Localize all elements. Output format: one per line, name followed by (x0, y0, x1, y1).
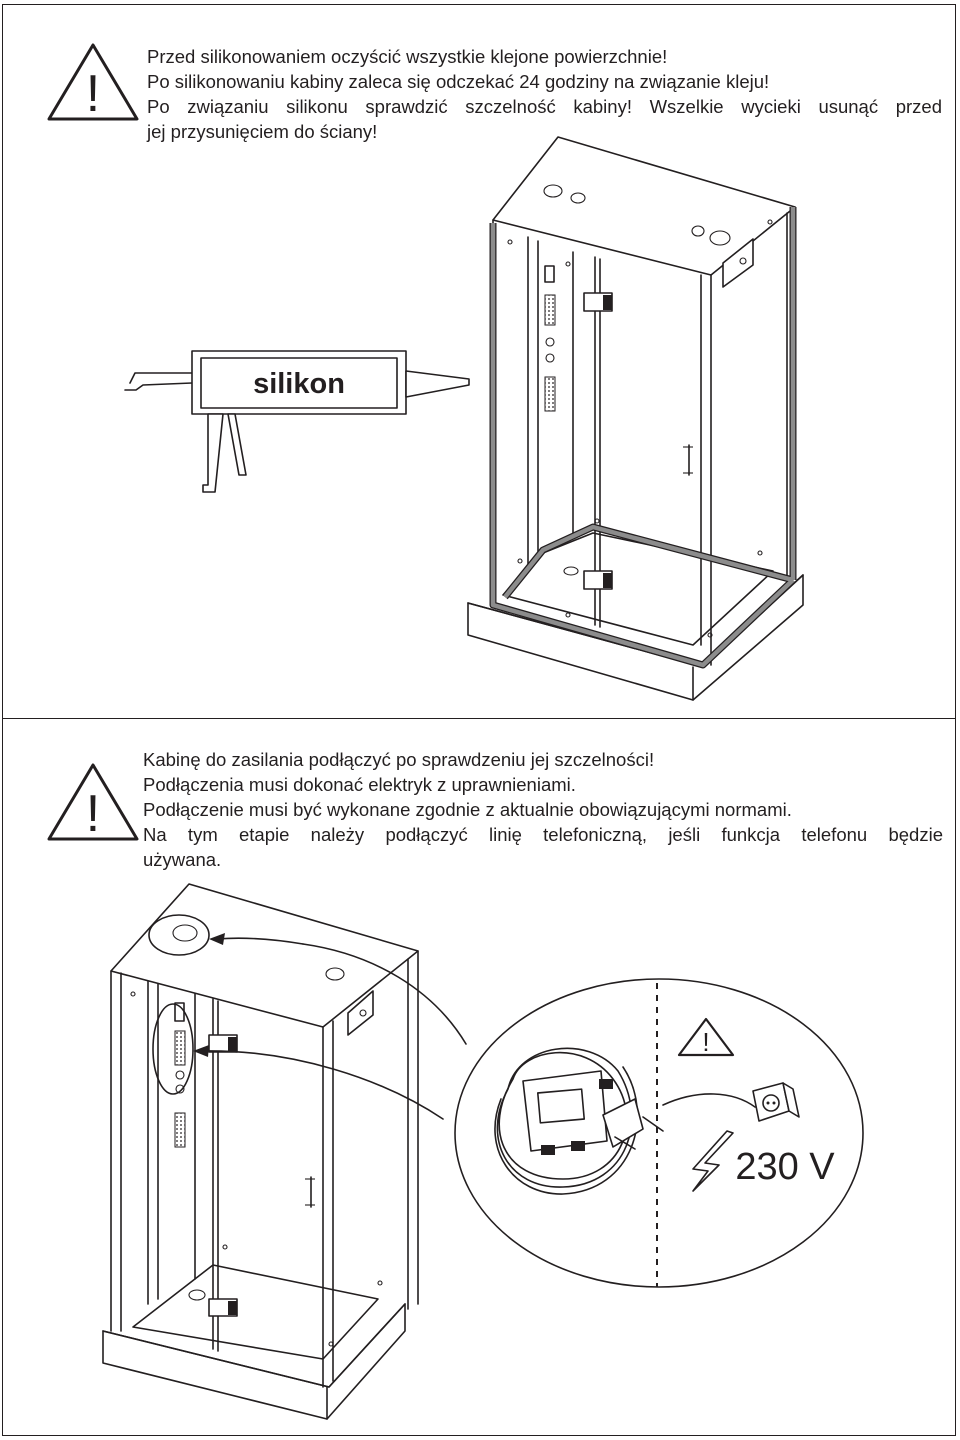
inset-warning-triangle-icon: ! (677, 1017, 735, 1057)
cabin-frame (110, 883, 419, 1388)
electrical-detail-inset: 230 V ! (454, 978, 864, 1288)
warning-triangle-icon: ! (47, 763, 139, 843)
silicone-instructions: Przed silikonowaniem oczyścić wszystkie … (147, 44, 942, 144)
roof-hole (709, 230, 731, 246)
roof-hole (570, 192, 586, 204)
instruction-line: Po silikonowaniu kabiny zaleca się odcze… (147, 71, 770, 92)
instruction-line: Podłączenia musi dokonać elektryk z upra… (143, 774, 576, 795)
warning-exclamation: ! (702, 1027, 709, 1057)
instruction-line: Podłączenie musi być wykonane zgodnie z … (143, 799, 792, 820)
cabin-frame (492, 136, 796, 666)
lightning-icon (692, 1130, 734, 1192)
control-box-with-cable (494, 1047, 664, 1195)
shower-cabin-electrical-drawing: 230 V ! (102, 883, 864, 1420)
instruction-line: jej przysunięciem do ściany! (147, 121, 378, 142)
electrical-instructions: Kabinę do zasilania podłączyć po sprawdz… (143, 747, 943, 872)
instruction-line: używana. (143, 849, 222, 870)
shower-cabin-silicone-drawing: silikon (124, 136, 804, 701)
instruction-line: Kabinę do zasilania podłączyć po sprawdz… (143, 749, 655, 770)
instruction-line: Na tym etapie należy podłączyć linię tel… (143, 824, 943, 845)
shower-tray (102, 1264, 406, 1420)
instruction-line: Po związaniu silikonu sprawdzić szczelno… (147, 96, 942, 117)
power-socket-icon (752, 1082, 800, 1122)
voltage-label: 230 V (735, 1146, 835, 1188)
warning-exclamation: ! (86, 785, 100, 843)
electrical-connection-panel: ! Kabinę do zasilania podłączyć po spraw… (2, 718, 956, 1436)
roof-hole (543, 184, 563, 198)
roof-hole (691, 225, 705, 237)
silicone-instruction-panel: ! Przed silikonowaniem oczyścić wszystki… (2, 4, 956, 719)
gun-label: silikon (253, 368, 345, 400)
warning-triangle-icon: ! (47, 43, 139, 123)
roof-outlet-highlight (148, 914, 210, 956)
panel-highlight (152, 1003, 194, 1095)
instruction-line: Przed silikonowaniem oczyścić wszystkie … (147, 46, 668, 67)
silicone-gun: silikon (124, 350, 470, 493)
callout-highlights (148, 914, 467, 1120)
warning-exclamation: ! (86, 65, 100, 123)
silicone-seal-line (489, 207, 797, 669)
